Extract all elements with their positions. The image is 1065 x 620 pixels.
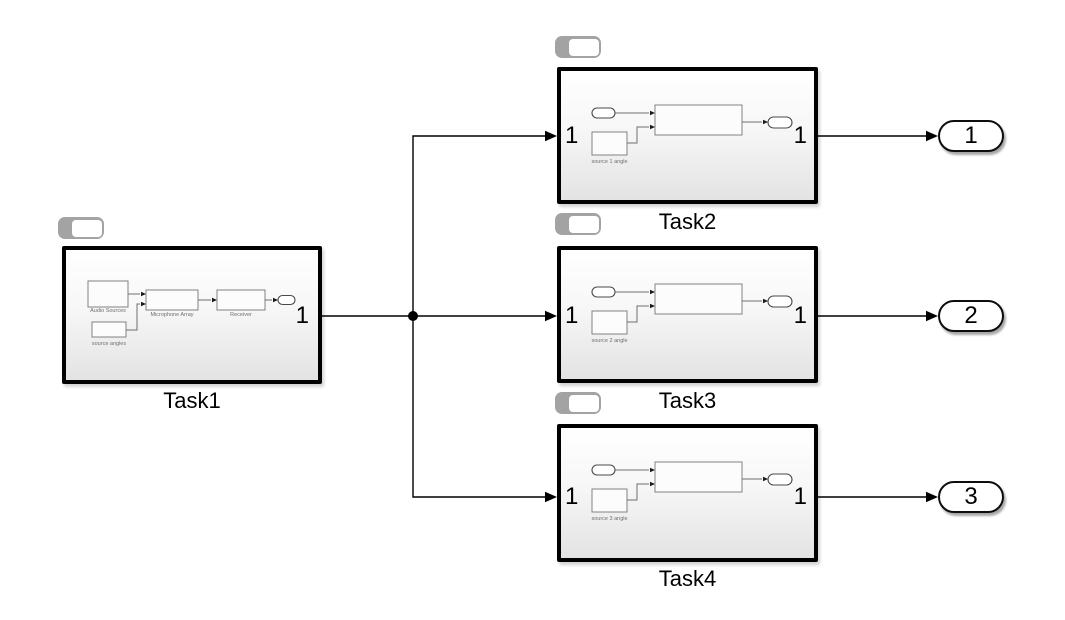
task4-preview: source 3 angle [591,461,793,522]
preview-inport-oval [591,286,616,298]
preview-outport-oval [277,294,296,306]
arrowhead-icon [926,130,938,142]
arrowhead-icon [545,130,557,142]
preview-source-angle-label: source 3 angle [591,516,627,522]
preview-arrowhead-icon [763,476,768,482]
preview-arrowhead-icon [650,110,655,116]
preview-arrowhead-icon [141,301,146,307]
preview-inport-oval [591,107,616,119]
preview-estimator-block [654,283,743,315]
toggle-knob [569,38,599,56]
preview-source-angle-block [591,310,628,335]
task3-inport-label: 1 [565,302,579,329]
preview-mic-array-block [145,289,199,311]
task4-outport-label: 1 [793,483,807,510]
wire-junction-to-task4[interactable] [412,316,545,498]
preview-audio-sources-block [87,280,129,308]
preview-wire [627,305,649,323]
preview-source-angles-label: source angles [92,341,126,347]
task3-toggle-badge-icon[interactable] [555,213,601,235]
task1-toggle-badge-icon[interactable] [58,217,104,239]
subsystem-block-task2[interactable]: source 1 angle 1 1 [557,67,818,204]
task2-preview: source 1 angle [591,104,793,165]
preview-receiver-label: Receiver [230,312,252,318]
preview-mic-array-label: Microphone Array [150,312,193,318]
task3-outport-label: 1 [793,302,807,329]
preview-outport-oval [767,116,793,129]
outport-2[interactable]: 2 [938,300,1004,332]
arrowhead-icon [545,491,557,503]
outport-1[interactable]: 1 [938,120,1004,152]
arrowhead-icon [545,310,557,322]
task2-toggle-badge-icon[interactable] [555,36,601,58]
preview-arrowhead-icon [273,297,278,303]
preview-arrowhead-icon [650,289,655,295]
task1-outport-label: 1 [295,302,309,329]
task2-outport-label: 1 [793,122,807,149]
preview-audio-sources-label: Audio Sources [90,308,126,314]
subsystem-block-task1[interactable]: Audio Sources source angles Microphone A… [62,246,322,384]
preview-arrowhead-icon [650,467,655,473]
outport-3[interactable]: 3 [938,481,1004,513]
preview-outport-oval [767,295,793,308]
preview-wire [126,303,140,331]
arrowhead-icon [926,491,938,503]
toggle-knob [569,215,599,233]
task1-name-label: Task1 [163,388,221,413]
task4-inport-label: 1 [565,483,579,510]
preview-source-angle-block [591,488,628,513]
preview-source-angle-label: source 1 angle [591,159,627,165]
task4-toggle-badge-icon[interactable] [555,392,601,414]
preview-wire [627,126,649,144]
preview-inport-oval [591,464,616,476]
task1-preview: Audio Sources source angles Microphone A… [87,280,296,347]
preview-source-angle-label: source 2 angle [591,338,627,344]
preview-estimator-block [654,461,743,493]
wire-junction-to-task2[interactable] [412,135,545,316]
toggle-knob [569,394,599,412]
task3-name-label: Task3 [658,388,717,413]
preview-estimator-block [654,104,743,136]
preview-outport-oval [767,473,793,486]
preview-arrowhead-icon [763,119,768,125]
preview-arrowhead-icon [763,298,768,304]
task2-inport-label: 1 [565,122,579,149]
task3-preview: source 2 angle [591,283,793,344]
task2-name-label: Task2 [658,209,717,234]
preview-wire [627,483,649,501]
preview-arrowhead-icon [141,291,146,297]
preview-arrowhead-icon [650,481,655,487]
preview-arrowhead-icon [650,124,655,130]
subsystem-block-task4[interactable]: source 3 angle 1 1 [557,424,818,562]
preview-arrowhead-icon [650,303,655,309]
preview-receiver-block [216,289,266,311]
subsystem-block-task3[interactable]: source 2 angle 1 1 [557,246,818,383]
preview-source-angles-block [91,321,127,338]
task4-name-label: Task4 [658,566,717,591]
preview-source-angle-block [591,131,628,156]
preview-arrowhead-icon [212,297,217,303]
toggle-knob [72,219,102,237]
arrowhead-icon [926,310,938,322]
